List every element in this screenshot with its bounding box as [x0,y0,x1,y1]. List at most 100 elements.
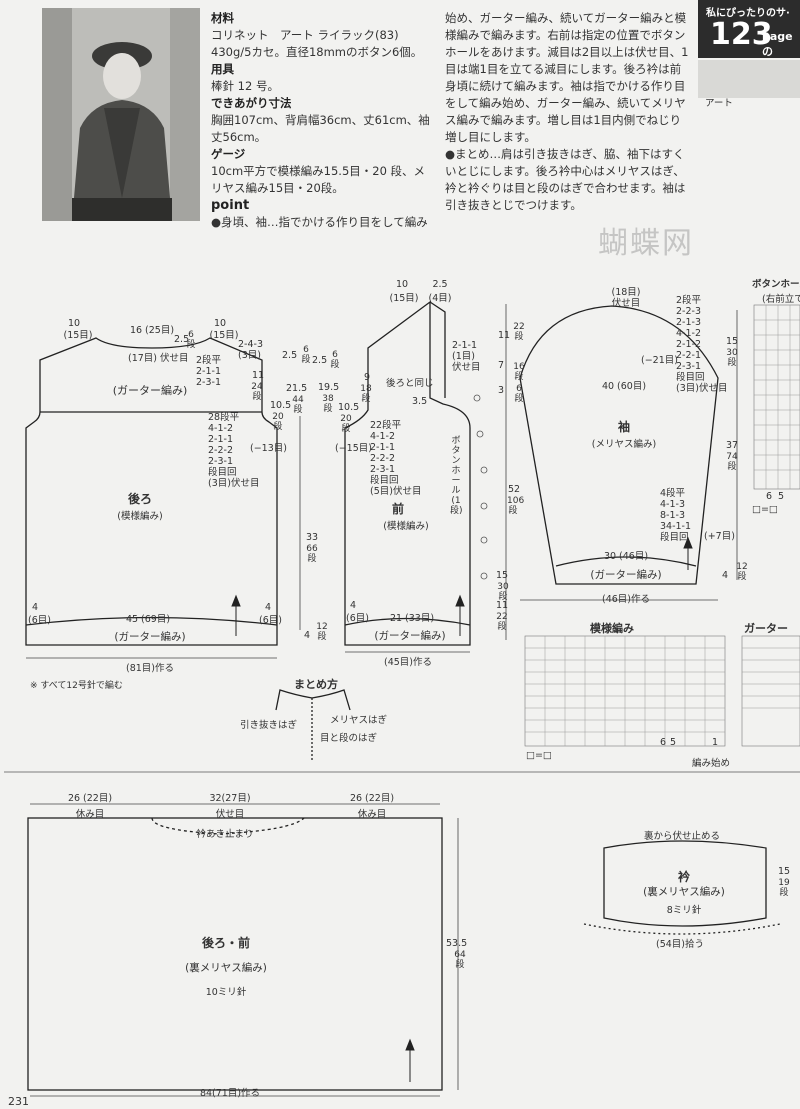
collar-rows: 19段 [778,878,790,898]
front-a105-rows: 20段 [340,414,352,434]
front-stitch: (模様編み) [383,521,429,532]
tools-text: 棒針 12 号。 [211,79,279,93]
lower-left-label: 休み目 [75,809,105,820]
sleeve-body-h: 37 [726,440,739,451]
front-a195: 19.5 [318,382,340,393]
lower-height: 53.5 [446,938,468,949]
front-collar-dec: 2-1-1 (1目) 伏せ目 [452,340,481,373]
footer-page-number: 231 [8,1095,29,1108]
art-label: アート [705,98,733,109]
garter-title: ガーター [744,622,788,635]
material-text: コリネット アート ライラック(83) 430g/5カセ。直径18mmのボタン6… [211,28,423,59]
front-edge-sts: (6目) [346,613,369,624]
model-photo [42,8,200,221]
back-title: 後ろ [127,492,153,506]
assembly-slip: 引き抜きはぎ [240,720,298,731]
collar-needle: 8ミリ針 [666,905,702,916]
size-heading: できあがり寸法 [211,96,292,110]
front-a3-rows: 6段 [514,384,524,404]
back-armhole-rows: 24段 [251,382,263,402]
back-body-h: 33 [306,532,319,543]
front-title: 前 [391,502,405,516]
point-heading: point [211,198,250,213]
front-a15: 15 [496,570,509,581]
pattern-n6: 6 [660,737,667,748]
page-badge: 私にぴったりのサ· 123 page の [698,0,800,58]
sleeve-cast: (46目)作る [601,594,651,605]
sleeve-cuff-h: 4 [722,570,729,581]
buttonband-sub: (右前立て) [762,294,800,305]
pattern-title: 模様編み [590,622,634,635]
sleeve-stitch: (メリヤス編み) [591,439,657,450]
materials-block: 材料 コリネット アート ライラック(83) 430g/5カセ。直径18mmのボ… [211,10,433,231]
back-stitch: (模様編み) [117,511,163,522]
lower-mid-note: 衿あき止まり [196,829,254,840]
gauge-text: 10cm平方で模様編み15.5目・20 段、メリヤス編み15目・20段。 [211,164,426,195]
collar-pickup: (54目)拾う [655,939,705,950]
buttonband-n6: 6 [766,491,773,502]
front-collar-w: 10 [395,279,409,290]
back-top-border: (ガーター編み) [112,384,188,397]
sleeve-border: (ガーター編み) [590,569,662,581]
back-a25: 2.5 [282,350,298,361]
front-a195-rows: 38段 [322,394,334,414]
front-a3: 3 [498,385,505,396]
back-edge-left-sts: (6目) [28,615,51,626]
back-a25-rows: 6段 [301,345,311,365]
collar-bind-note: 裏から伏せ止める [644,831,721,842]
front-a11b: 11 [496,600,509,611]
sleeve-top-bind: (18目) 伏せ目 [611,287,641,309]
page-suffix: page の [762,30,793,58]
back-shoulder-left-sts: (15目) [63,330,93,341]
back-neck-rows: 6段 [186,330,196,350]
buttonband-title: ボタンホール [752,279,800,290]
back-edge-left: 4 [32,602,39,613]
gauge-heading: ゲージ [211,147,246,161]
lower-right-width: 26 (22目) [349,793,395,804]
sleeve-title: 袖 [617,420,631,434]
front-a105: 10.5 [338,402,360,413]
back-neck-dec: 2段平 2-1-1 2-3-1 [196,355,222,388]
series-title: 私にぴったりのサ· [706,8,790,19]
back-neck-width: 16 (25目) [129,325,175,336]
front-a15-rows: 30段 [497,582,509,602]
front-buttonhole: ボタンホール(1段) [450,436,463,516]
collar-title: 衿 [677,870,691,884]
back-a21-rows: 44段 [292,395,304,415]
sleeve-lower-width: 30 (46目) [603,551,649,562]
sleeve-body-rows: 74段 [726,452,738,472]
front-minus15: (−15目) [335,443,372,454]
front-a11-rows: 22段 [513,322,525,342]
front-a9-rows: 18段 [360,384,372,404]
sleeve-plus7: (+7目) [704,531,735,542]
sleeve-increase: 4段平 4-1-3 8-1-3 34-1-1 段目回 [660,488,692,543]
lower-stitch: (裏メリヤス編み) [185,962,267,974]
front-a35: 3.5 [412,396,428,407]
sleeve-cuff-rows: 12段 [736,562,748,582]
front-collar-sts2: (4目) [428,293,452,304]
sleeve-cap-rows: 30段 [726,348,738,368]
note-needles: ※ すべて12号針で編む [30,681,123,691]
sleeve-upper-width: 40 (60目) [601,381,647,392]
lower-rows: 64段 [454,950,466,970]
back-shoulder-right-sts: (15目) [209,330,239,341]
sleeve-minus21: (−21目) [641,355,678,366]
lower-left-width: 26 (22目) [67,793,113,804]
material-heading: 材料 [211,11,234,25]
front-a11b-rows: 22段 [496,612,508,632]
back-edge-right-sts: (6目) [259,615,282,626]
watermark: 蝴蝶网 [598,226,694,261]
instructions-para-1: 始め、ガーター編み、続いてガーター編みと模様編みで編みます。右前は指定の位置でボ… [445,11,689,144]
model-figure [42,8,200,221]
front-bottom-border: (ガーター編み) [374,630,446,642]
lower-cast: 84(71目)作る [199,1088,261,1099]
yarn-swatch [698,60,800,98]
assembly-graft: 目と段のはぎ [320,733,378,744]
front-collar-w2: 2.5 [432,279,448,290]
back-body-rows: 66段 [306,544,318,564]
back-minus13: (−13目) [250,443,287,454]
back-a21: 21.5 [286,383,308,394]
front-edge: 4 [350,600,357,611]
collar-stitch: (裏メリヤス編み) [643,886,725,898]
front-width: 21 (33目) [389,613,435,624]
